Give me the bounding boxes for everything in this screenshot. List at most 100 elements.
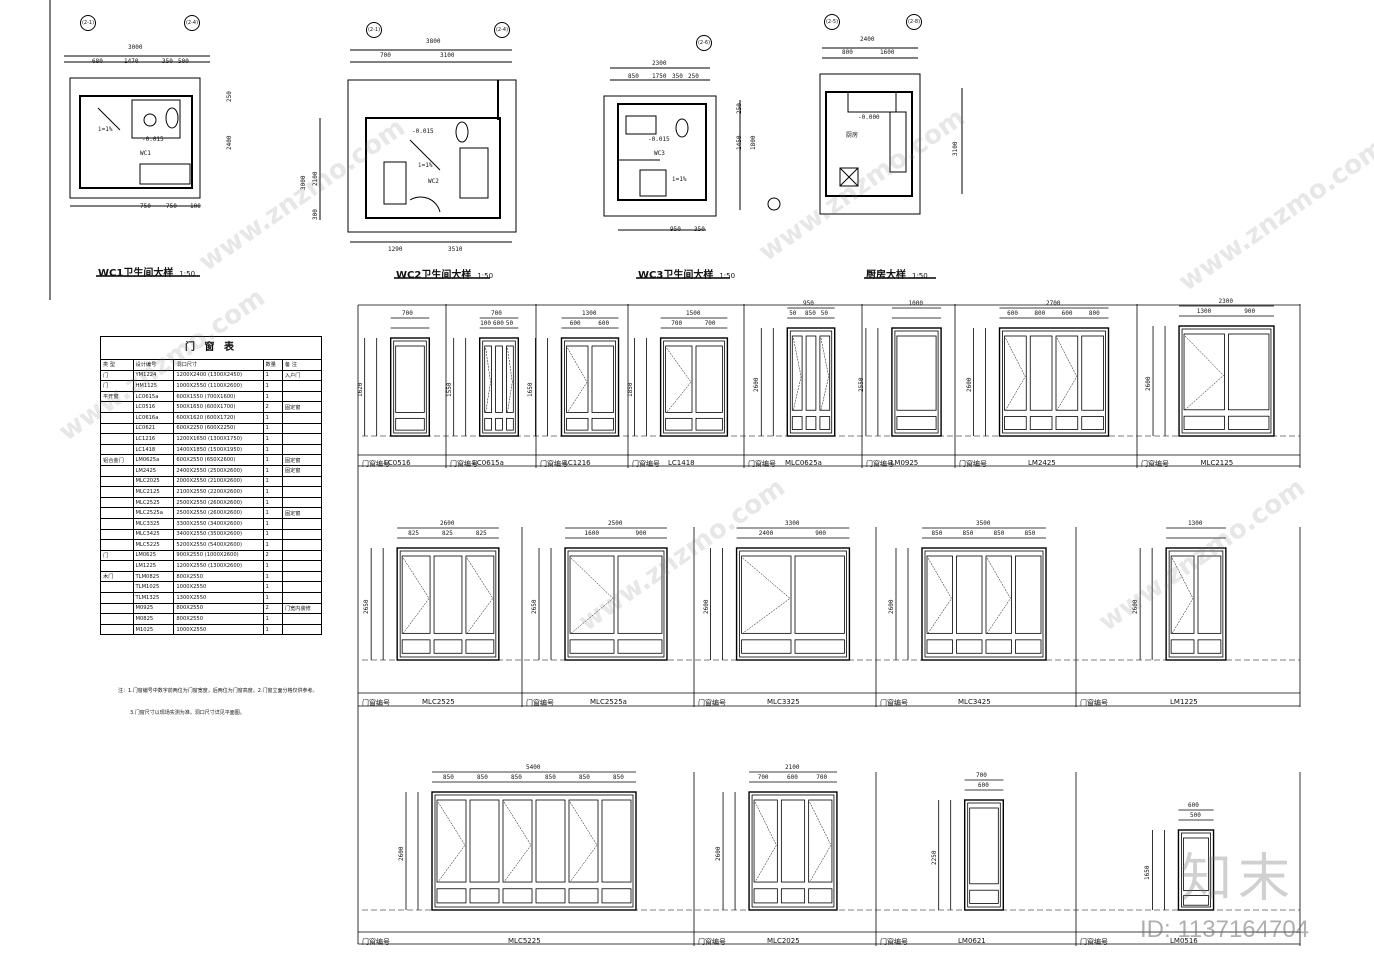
panel-base (436, 888, 467, 904)
elevation-code: LM0516 (1170, 937, 1198, 945)
dimension-sub: 500 (1190, 812, 1201, 819)
table-cell: 1 (262, 486, 283, 498)
elevation-label: 门窗编号 (632, 460, 660, 468)
elevation-code: MLC5225 (508, 937, 541, 945)
dimension: 700 (380, 52, 391, 59)
dimension-width: 700 (491, 310, 502, 317)
opening-mark (986, 557, 1011, 634)
dimension: 680 (92, 58, 103, 65)
panel (502, 799, 533, 883)
panel (791, 335, 803, 411)
elevation-code: LM0925 (890, 459, 919, 467)
panel (753, 799, 778, 883)
opening-mark (666, 347, 692, 413)
panel (465, 555, 495, 634)
panel-base (617, 639, 663, 654)
dimension-width: 1500 (686, 310, 701, 317)
watermark-id: ID: 1137164704 (1140, 916, 1310, 943)
dimension-width: 600 (1188, 802, 1199, 809)
dimension-width: 2300 (1218, 298, 1233, 305)
panel (568, 799, 599, 883)
panel-base (1015, 639, 1042, 654)
elevation-code: MLC0625a (785, 459, 822, 467)
schedule-header-cell: 备 注 (281, 359, 323, 371)
dimension: 800 (842, 49, 853, 56)
elevation-code: LC1216 (564, 459, 591, 467)
dimension-height: 2550 (857, 377, 865, 392)
opening-mark (485, 347, 491, 413)
panel-base (695, 417, 723, 431)
panel (741, 555, 792, 634)
room-label: WC1 (140, 150, 151, 157)
table-cell: 固定窗 (281, 401, 323, 413)
panel-base (969, 889, 999, 904)
elevation-inner-frame (751, 794, 835, 908)
axis-bubble: (2-1) (366, 22, 382, 38)
elevation-frame (1178, 325, 1275, 437)
dimension-height: 1550 (445, 382, 453, 397)
table-cell: 固定窗 (281, 464, 323, 477)
dimension-height: 2600 (702, 599, 710, 614)
dimension-sub: 850 (579, 774, 590, 781)
panel (695, 345, 723, 413)
panel-base (566, 417, 589, 431)
panel-base (484, 417, 492, 431)
opening-mark (809, 801, 832, 883)
panel (985, 555, 1012, 634)
axis-bubble: (2-5) (824, 14, 840, 30)
dimension-sub: 850 (545, 774, 556, 781)
dimension-sub: 600 (1007, 310, 1018, 317)
dimension-sub: 600 (1061, 310, 1073, 317)
elevation-code: LC0615a (473, 459, 504, 467)
panel (969, 807, 999, 885)
dimension: 750 (166, 203, 177, 210)
panel-base (956, 639, 983, 654)
panel-base (465, 639, 495, 654)
dimension-width: 3500 (976, 520, 991, 527)
panel (506, 345, 514, 413)
plan-linework (49, 0, 963, 300)
elevation-code: LM2425 (1028, 459, 1056, 467)
dimension-sub: 2400 (758, 530, 774, 537)
dimension-height: 2650 (363, 599, 371, 614)
panel (808, 799, 833, 883)
table-cell: 2 (262, 401, 283, 413)
elevation-frame (478, 337, 520, 437)
elevation-inner-frame (1181, 328, 1272, 434)
dimension-sub: 850 (1024, 530, 1036, 537)
panel (436, 799, 467, 883)
dimension-sub: 825 (475, 530, 487, 537)
panel-base (1228, 415, 1270, 430)
room-label: WC3 (654, 150, 665, 157)
table-cell (281, 475, 323, 488)
elevation-inner-frame (789, 330, 833, 434)
panel-base (469, 888, 500, 904)
table-cell: 1 (262, 443, 283, 456)
table-cell (281, 390, 323, 403)
elevation-label: 门窗编号 (748, 460, 776, 468)
elevation-inner-frame (663, 340, 725, 434)
table-cell: 入户门 (281, 369, 323, 382)
level-mark: -0.015 (412, 128, 434, 135)
panel-base (1081, 416, 1104, 430)
table-cell (281, 486, 323, 498)
opening-mark (466, 557, 494, 634)
opening-mark (793, 337, 802, 411)
opening-mark (437, 801, 466, 883)
dimension-sub: 800 (1034, 310, 1046, 317)
dimension-height: 2600 (398, 846, 405, 861)
table-cell: 固定窗 (281, 454, 323, 466)
opening-mark (1171, 557, 1194, 634)
elevation-frame (748, 791, 838, 911)
elevation-inner-frame (434, 794, 634, 908)
panel-base (926, 639, 953, 654)
dimension-width: 5400 (526, 764, 541, 771)
elevation-code: MLC3325 (767, 698, 800, 706)
dimension-sub: 850 (613, 774, 624, 781)
elevation-frame (786, 327, 836, 437)
dimension-sub: 600 (493, 320, 504, 327)
table-cell: 1 (262, 454, 283, 466)
dimension: 3100 (440, 52, 455, 59)
